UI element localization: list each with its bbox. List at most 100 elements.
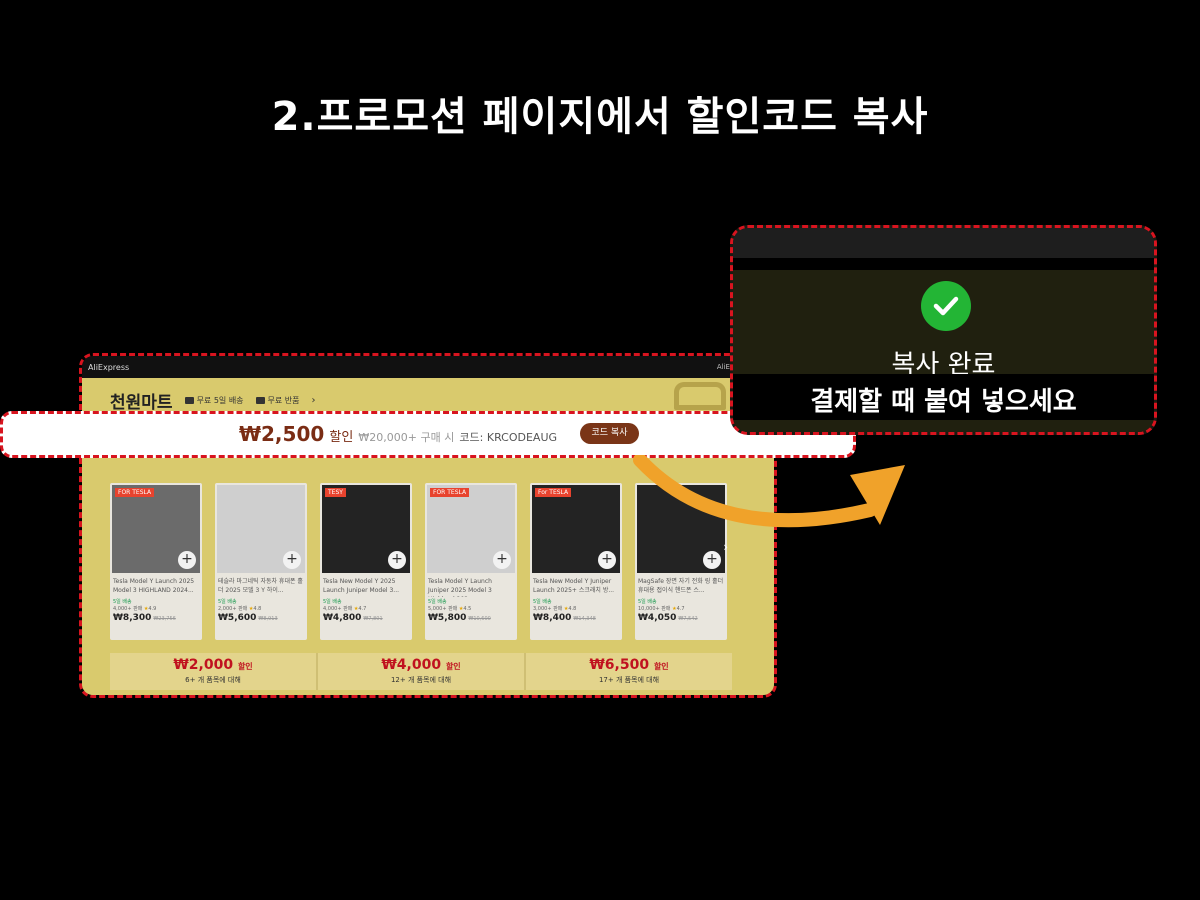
product-image: TESY + <box>322 485 410 573</box>
product-title: Tesla Model Y Launch Juniper 2025 Model … <box>428 578 492 597</box>
copy-code-button[interactable]: 코드 복사 <box>580 423 639 444</box>
product-meta: 5,000+ 판매 ★4.5 <box>425 605 517 612</box>
add-to-cart-icon[interactable]: + <box>493 551 511 569</box>
tier-condition: 17+ 개 품목에 대해 <box>598 676 660 684</box>
product-old-price: ₩10,600 <box>468 616 491 622</box>
product-sold: 2,000+ 판매 <box>218 606 248 612</box>
product-price-value: ₩5,600 <box>218 613 257 623</box>
product-price: ₩8,300₩23,756 <box>110 612 202 624</box>
product-price: ₩4,800₩7,801 <box>320 612 412 624</box>
product-card[interactable]: + 테슬라 마그네틱 자동차 휴대폰 홀더 2025 모델 3 Y 하이... … <box>215 483 307 640</box>
product-price-value: ₩8,400 <box>533 613 572 623</box>
product-price-value: ₩4,050 <box>638 613 677 623</box>
tier-condition: 12+ 개 품목에 대해 <box>390 676 452 684</box>
add-to-cart-icon[interactable]: + <box>283 551 301 569</box>
product-card[interactable]: For TESLA + Tesla New Model Y Juniper Lau… <box>530 483 622 640</box>
product-image: FOR TESLA + <box>112 485 200 573</box>
truck-icon <box>184 397 194 404</box>
toast-subtitle: 결제할 때 붙여 넣으세요 <box>810 387 1077 417</box>
add-to-cart-icon[interactable]: + <box>388 551 406 569</box>
add-to-cart-icon[interactable]: + <box>703 551 721 569</box>
product-sold: 3,000+ 판매 <box>533 606 563 612</box>
product-list: FOR TESLA + Tesla Model Y Launch 2025 Mod… <box>110 483 732 640</box>
app-topbar: AliExpress AliExpress 앱을 <box>82 356 774 378</box>
toast-divider <box>733 258 1154 270</box>
return-box-icon <box>255 397 265 404</box>
tier-word: 할인 <box>445 662 461 671</box>
free-return-label: 무료 반품 <box>267 396 300 405</box>
product-rating: 4.8 <box>568 606 577 612</box>
discount-tier: ₩2,000 할인 6+ 개 품목에 대해 <box>110 653 316 690</box>
add-to-cart-icon[interactable]: + <box>178 551 196 569</box>
product-rating: 4.5 <box>463 606 472 612</box>
gift-box-decoration <box>674 382 726 410</box>
product-badge: FOR TESLA <box>115 488 155 497</box>
product-sold: 10,000+ 판매 <box>638 606 671 612</box>
product-image: For TESLA + <box>532 485 620 573</box>
product-card[interactable]: FOR TESLA + Tesla Model Y Launch Juniper … <box>425 483 517 640</box>
product-rating: 4.7 <box>676 606 685 612</box>
product-title: MagSafe 장면 자기 전화 링 홀더 휴대용 접이식 핸드폰 스... <box>638 578 724 594</box>
tier-amount-value: ₩2,000 <box>173 657 234 673</box>
product-shipping: 5일 배송 <box>638 599 657 605</box>
product-image: + <box>217 485 305 573</box>
arrow-icon <box>633 455 905 528</box>
product-card[interactable]: TESY+ Tesla New Model Y 2025 Launch Juni… <box>320 483 412 640</box>
product-shipping: 5일 배송 <box>428 599 447 605</box>
product-old-price: ₩23,756 <box>153 616 176 622</box>
coupon-condition: ₩20,000+ 구매 시 <box>358 431 455 444</box>
product-title: Tesla Model Y Launch 2025 Model 3 HIGHLA… <box>113 578 195 594</box>
product-price: ₩8,400₩14,348 <box>530 612 622 624</box>
product-price-value: ₩5,800 <box>428 613 467 623</box>
product-badge: FOR TESLA <box>430 488 470 497</box>
product-sold: 4,000+ 판매 <box>113 606 143 612</box>
coupon-row: ₩2,500 할인 ₩20,000+ 구매 시 코드: KRCODEAUG <box>3 422 853 446</box>
store-name: 천원마트 <box>110 393 173 413</box>
product-meta: 4,000+ 판매 ★4.9 <box>110 605 202 612</box>
product-price: ₩4,050₩7,542 <box>635 612 727 624</box>
discount-tier: ₩6,500 할인 17+ 개 품목에 대해 <box>524 653 732 690</box>
product-price-value: ₩4,800 <box>323 613 362 623</box>
tier-condition: 6+ 개 품목에 대해 <box>185 676 241 684</box>
chevron-right-icon[interactable]: › <box>723 540 728 554</box>
star-icon: ★ <box>458 606 464 612</box>
add-to-cart-icon[interactable]: + <box>598 551 616 569</box>
star-icon: ★ <box>248 606 254 612</box>
product-rating: 4.9 <box>148 606 157 612</box>
copy-complete-toast: 복사 완료 결제할 때 붙여 넣으세요 <box>730 225 1157 435</box>
product-badge: TESY <box>325 488 346 497</box>
app-brand: AliExpress <box>88 362 130 372</box>
star-icon: ★ <box>672 606 677 612</box>
discount-tiers: ₩2,000 할인 6+ 개 품목에 대해 ₩4,000 할인 12+ 개 품목… <box>110 653 732 690</box>
product-price: ₩5,600₩8,913 <box>215 612 307 624</box>
product-image: FOR TESLA + <box>427 485 515 573</box>
product-title: Tesla New Model Y Juniper Launch 2025+ 스… <box>533 578 615 594</box>
tier-amount-value: ₩4,000 <box>381 657 442 673</box>
tier-amount: ₩2,000 할인 <box>110 657 316 673</box>
product-rating: 4.7 <box>358 606 367 612</box>
chevron-right-icon[interactable]: › <box>311 395 316 406</box>
product-shipping: 5일 배송 <box>533 599 552 605</box>
product-shipping: 5일 배송 <box>113 599 132 605</box>
product-sold: 4,000+ 판매 <box>323 606 353 612</box>
product-badge: For TESLA <box>535 488 572 497</box>
product-title: 테슬라 마그네틱 자동차 휴대폰 홀더 2025 모델 3 Y 하이... <box>218 578 303 594</box>
discount-tier: ₩4,000 할인 12+ 개 품목에 대해 <box>316 653 524 690</box>
product-price-value: ₩8,300 <box>113 613 152 623</box>
tier-word: 할인 <box>653 662 669 671</box>
product-meta: 10,000+ 판매 ★4.7 <box>635 605 727 612</box>
tier-word: 할인 <box>237 662 253 671</box>
product-old-price: ₩7,542 <box>678 616 698 622</box>
product-old-price: ₩8,913 <box>258 616 278 622</box>
star-icon: ★ <box>353 606 359 612</box>
product-meta: 3,000+ 판매 ★4.8 <box>530 605 622 612</box>
product-rating: 4.8 <box>253 606 262 612</box>
free-shipping-label: 무료 5일 배송 <box>196 396 244 405</box>
tier-amount: ₩6,500 할인 <box>526 657 732 673</box>
tier-amount: ₩4,000 할인 <box>318 657 524 673</box>
product-sold: 5,000+ 판매 <box>428 606 458 612</box>
toast-subtitle-background <box>733 374 1154 420</box>
product-card[interactable]: FOR TESLA + Tesla Model Y Launch 2025 Mod… <box>110 483 202 640</box>
product-shipping: 5일 배송 <box>218 599 237 605</box>
store-header: 천원마트 무료 5일 배송 무료 반품 › <box>110 388 316 413</box>
